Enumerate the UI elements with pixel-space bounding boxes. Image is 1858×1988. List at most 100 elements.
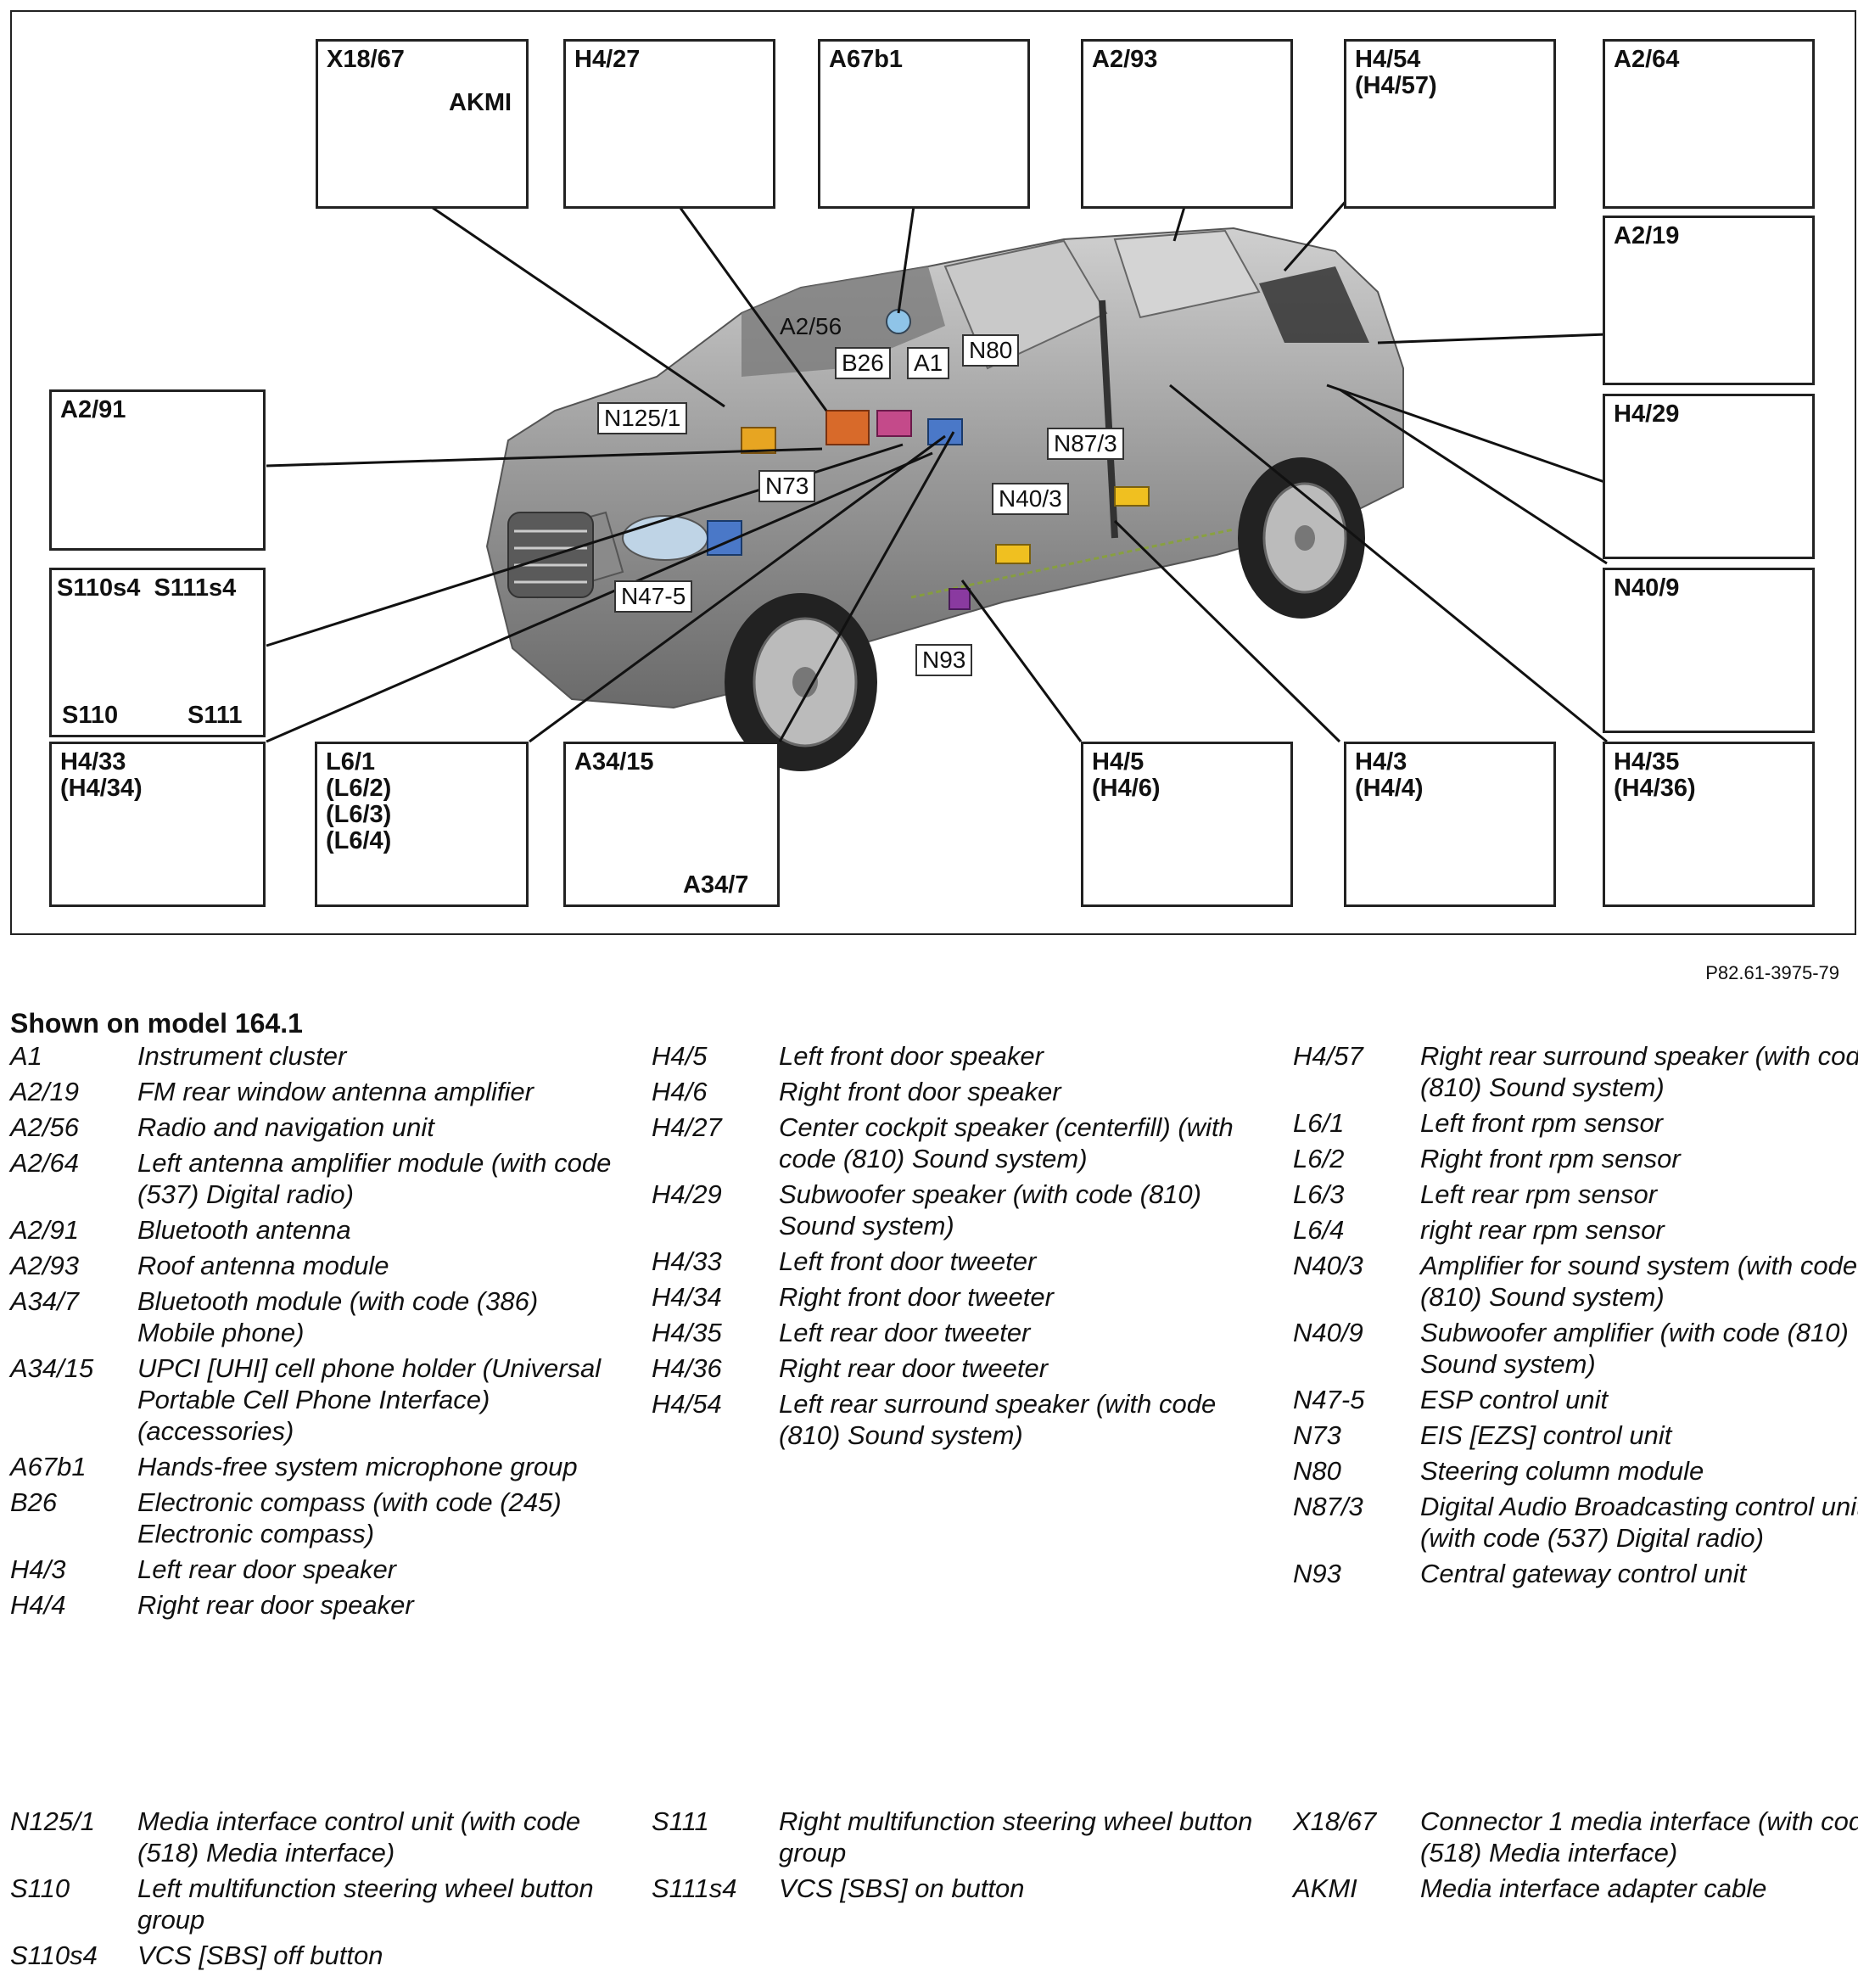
legend-row: AKMIMedia interface adapter cable	[1293, 1873, 1858, 1904]
legend-description: Left front door speaker	[779, 1040, 1262, 1072]
legend-code: A67b1	[10, 1451, 137, 1482]
legend-description: Subwoofer amplifier (with code (810) Sou…	[1420, 1317, 1858, 1380]
legend-row: A2/56Radio and navigation unit	[10, 1112, 621, 1143]
box-h4-54-label: H4/54 (H4/57)	[1355, 47, 1437, 99]
legend-code: H4/29	[652, 1179, 779, 1241]
box-n40-9: N40/9	[1603, 568, 1815, 733]
box-steering-top-label: S110s4 S111s4	[57, 575, 236, 602]
legend-code: N73	[1293, 1420, 1420, 1451]
box-l6-1: L6/1 (L6/2) (L6/3) (L6/4)	[315, 742, 529, 907]
box-a34-15-label: A34/15	[574, 749, 654, 776]
callout-n93: N93	[915, 644, 972, 676]
legend-description: VCS [SBS] off button	[137, 1940, 621, 1971]
legend-code: S111	[652, 1806, 779, 1868]
legend-description: Bluetooth module (with code (386) Mobile…	[137, 1285, 621, 1348]
callout-n73: N73	[758, 470, 815, 502]
legend-code: N125/1	[10, 1806, 137, 1868]
legend-code: X18/67	[1293, 1806, 1420, 1868]
legend-description: Media interface adapter cable	[1420, 1873, 1858, 1904]
legend-description: UPCI [UHI] cell phone holder (Universal …	[137, 1352, 621, 1447]
legend-row: B26Electronic compass (with code (245) E…	[10, 1487, 621, 1549]
box-a2-64-label: A2/64	[1614, 47, 1679, 73]
vehicle-illustration	[487, 228, 1403, 771]
box-h4-3-label: H4/3 (H4/4)	[1355, 749, 1424, 802]
legend-code: N87/3	[1293, 1491, 1420, 1554]
box-a2-19: A2/19	[1603, 216, 1815, 385]
legend-code: S111s4	[652, 1873, 779, 1904]
box-h4-3: H4/3 (H4/4)	[1344, 742, 1556, 907]
callout-n87-3: N87/3	[1047, 428, 1124, 460]
legend-title: Shown on model 164.1	[10, 1008, 303, 1039]
box-a2-93-label: A2/93	[1092, 47, 1157, 73]
box-l6-1-label: L6/1 (L6/2) (L6/3) (L6/4)	[326, 749, 391, 854]
legend-description: Right front door speaker	[779, 1076, 1262, 1107]
legend-code: A2/64	[10, 1147, 137, 1210]
legend-code: H4/57	[1293, 1040, 1420, 1103]
callout-n47-5: N47-5	[614, 580, 692, 613]
legend-description: Left rear door speaker	[137, 1554, 621, 1585]
legend-code: H4/54	[652, 1388, 779, 1451]
box-steering-buttons: S110s4 S111s4 S110 S111	[49, 568, 266, 737]
box-a2-91: A2/91	[49, 389, 266, 551]
box-n40-9-label: N40/9	[1614, 575, 1679, 602]
legend-code: AKMI	[1293, 1873, 1420, 1904]
legend-row: A2/91Bluetooth antenna	[10, 1214, 621, 1246]
legend-code: A2/19	[10, 1076, 137, 1107]
callout-b26: B26	[835, 347, 891, 379]
legend-row: H4/36Right rear door tweeter	[652, 1352, 1262, 1384]
legend-description: Left antenna amplifier module (with code…	[137, 1147, 621, 1210]
box-h4-29-label: H4/29	[1614, 401, 1679, 428]
box-s110-label: S110	[62, 702, 118, 730]
legend-description: Roof antenna module	[137, 1250, 621, 1281]
legend-description: Electronic compass (with code (245) Elec…	[137, 1487, 621, 1549]
box-a2-19-label: A2/19	[1614, 223, 1679, 249]
box-a2-64: A2/64	[1603, 39, 1815, 209]
box-akmi-label: AKMI	[445, 89, 515, 117]
legend-description: Left rear surround speaker (with code (8…	[779, 1388, 1262, 1451]
legend-description: Bluetooth antenna	[137, 1214, 621, 1246]
box-h4-5-label: H4/5 (H4/6)	[1092, 749, 1161, 802]
legend-code: L6/2	[1293, 1143, 1420, 1174]
box-h4-35: H4/35 (H4/36)	[1603, 742, 1815, 907]
box-x18-67-label: X18/67	[327, 47, 405, 73]
box-a67b1-label: A67b1	[829, 47, 903, 73]
legend-description: Left rear door tweeter	[779, 1317, 1262, 1348]
box-a67b1: A67b1	[818, 39, 1030, 209]
legend-code: H4/4	[10, 1589, 137, 1621]
legend-description: Digital Audio Broadcasting control unit …	[1420, 1491, 1858, 1554]
legend-code: H4/6	[652, 1076, 779, 1107]
legend-description: Hands-free system microphone group	[137, 1451, 621, 1482]
box-a2-93: A2/93	[1081, 39, 1293, 209]
legend-code: S110s4	[10, 1940, 137, 1971]
legend-description: ESP control unit	[1420, 1384, 1858, 1415]
legend-code: H4/3	[10, 1554, 137, 1585]
legend-code: A2/93	[10, 1250, 137, 1281]
box-s111-label: S111	[187, 702, 243, 730]
legend-description: Radio and navigation unit	[137, 1112, 621, 1143]
legend-row: L6/1Left front rpm sensor	[1293, 1107, 1858, 1139]
legend-code: A1	[10, 1040, 137, 1072]
legend-code: A34/15	[10, 1352, 137, 1447]
callout-n80: N80	[962, 334, 1019, 367]
legend-description: Right front door tweeter	[779, 1281, 1262, 1313]
legend-description: Central gateway control unit	[1420, 1558, 1858, 1589]
legend-code: H4/27	[652, 1112, 779, 1174]
